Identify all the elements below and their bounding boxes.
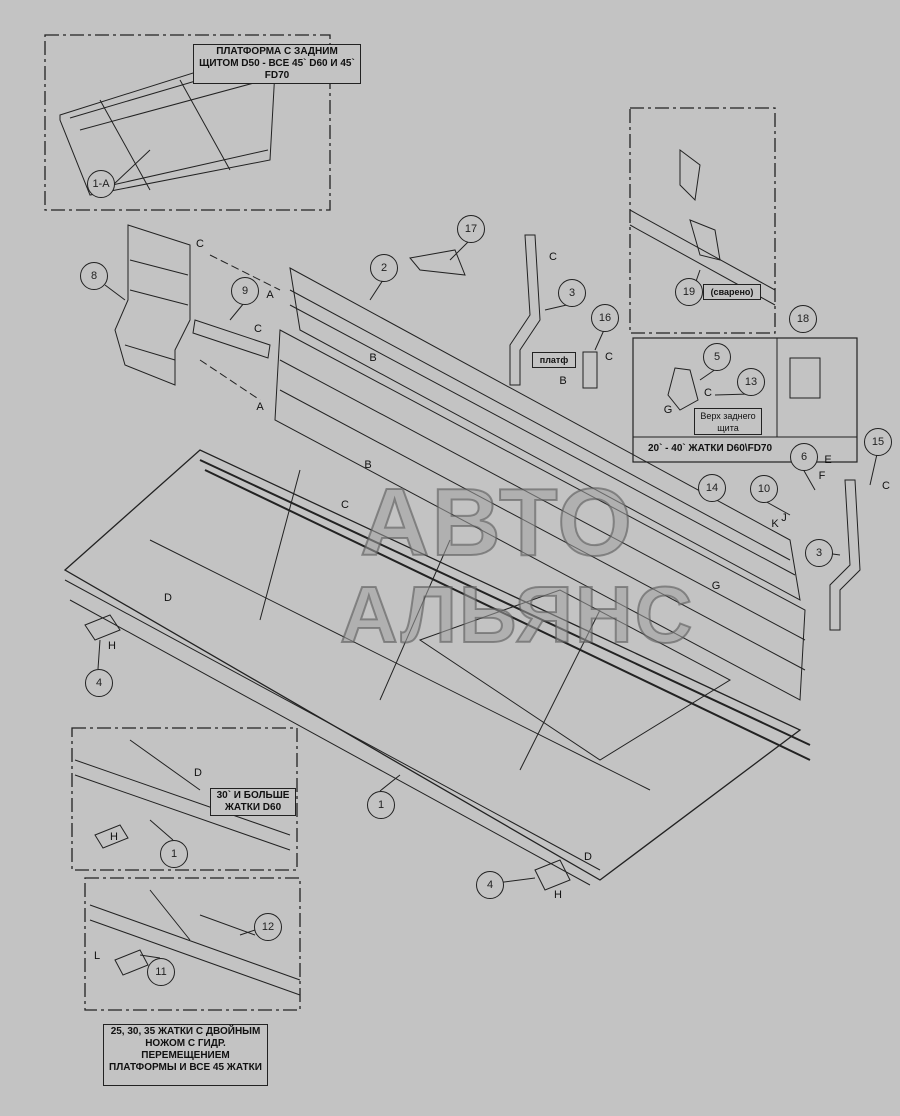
letter: J [781, 512, 787, 524]
watermark-line2: АЛЬЯНС [339, 570, 695, 659]
letter: C [704, 387, 712, 399]
letter: C [605, 351, 613, 363]
label-platform-rear-shield: ПЛАТФОРМА С ЗАДНИМ ЩИТОМ D50 - ВСЕ 45` D… [193, 44, 361, 84]
label-headers-30-plus: 30` И БОЛЬШЕ ЖАТКИ D60 [210, 788, 296, 816]
callout: 9 [231, 277, 259, 305]
callout: 3 [805, 539, 833, 567]
callout: 12 [254, 913, 282, 941]
watermark-line1: АВТО [359, 469, 634, 576]
label-welded: (сварено) [703, 284, 761, 300]
letter: H [554, 889, 562, 901]
letter: E [824, 454, 832, 466]
callout: 4 [476, 871, 504, 899]
letter: C [341, 499, 349, 511]
letter: K [771, 518, 779, 530]
callout: 5 [703, 343, 731, 371]
letter: L [93, 950, 101, 962]
letter: H [110, 831, 118, 843]
callout: 11 [147, 958, 175, 986]
letter: A [266, 289, 274, 301]
callout: 2 [370, 254, 398, 282]
inset-frames [44, 34, 776, 1011]
letter: B [364, 459, 372, 471]
callout: 6 [790, 443, 818, 471]
letter: C [254, 323, 262, 335]
letter: B [369, 352, 377, 364]
letter: H [108, 640, 116, 652]
callout: 14 [698, 474, 726, 502]
callout: 1 [160, 840, 188, 868]
callout: 1-A [87, 170, 115, 198]
callout: 10 [750, 475, 778, 503]
callout: 17 [457, 215, 485, 243]
callout: 1 [367, 791, 395, 819]
letter: D [194, 767, 202, 779]
label-platf: платф [532, 352, 576, 368]
callout: 19 [675, 278, 703, 306]
callout: 8 [80, 262, 108, 290]
letter: C [882, 480, 890, 492]
callout: 3 [558, 279, 586, 307]
letter: C [196, 238, 204, 250]
callout: 18 [789, 305, 817, 333]
callout: 15 [864, 428, 892, 456]
letter: A [256, 401, 264, 413]
letter: G [711, 580, 721, 592]
label-rear-shield-top: Верх заднего щита [694, 408, 762, 435]
letter: G [663, 404, 673, 416]
letter: D [164, 592, 172, 604]
letter: F [818, 470, 826, 482]
letter: C [549, 251, 557, 263]
label-headers-20-40: 20` - 40` ЖАТКИ D60\FD70 [640, 442, 780, 458]
letter: B [559, 375, 567, 387]
label-double-knife: 25, 30, 35 ЖАТКИ С ДВОЙНЫМ НОЖОМ С ГИДР.… [103, 1024, 268, 1086]
letter: D [584, 851, 592, 863]
callout: 4 [85, 669, 113, 697]
callout: 13 [737, 368, 765, 396]
callout: 16 [591, 304, 619, 332]
